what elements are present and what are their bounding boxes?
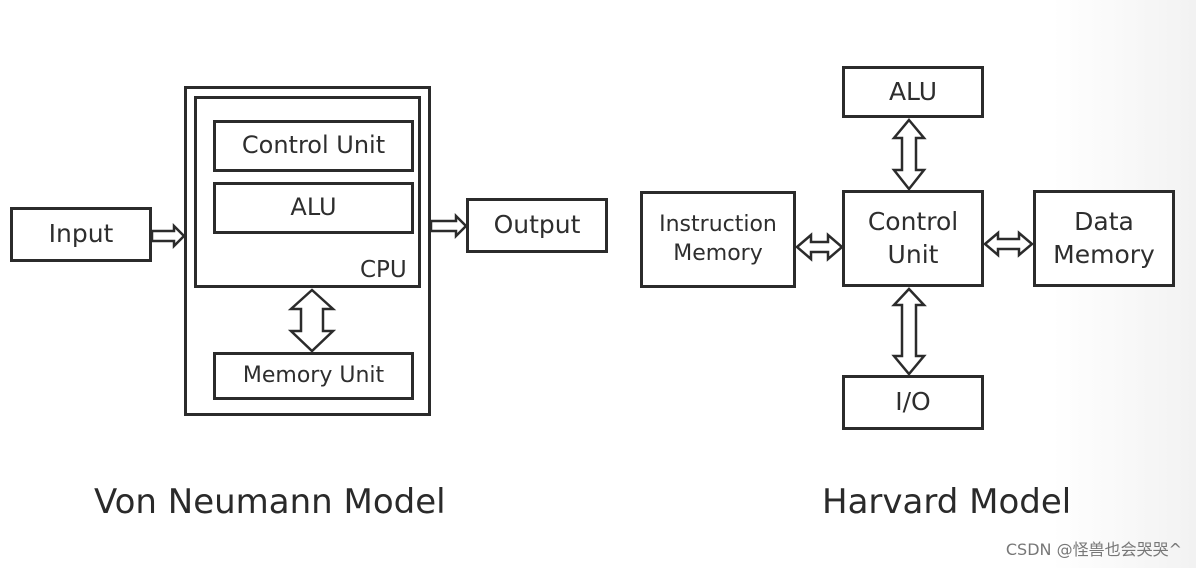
control-unit-label-line2: Unit [887, 239, 939, 269]
watermark: CSDN @怪兽也会哭哭^ [1005, 540, 1182, 559]
control-unit-label: Control Unit [241, 131, 386, 160]
input-label: Input [48, 219, 114, 249]
arrow-alu-control [891, 118, 927, 192]
arrow-cpu-to-output [429, 212, 468, 240]
control-unit-box-harvard: Control Unit [842, 190, 984, 287]
arrow-control-data [983, 230, 1034, 258]
alu-label-harvard: ALU [888, 76, 938, 106]
input-box: Input [10, 207, 152, 262]
memory-unit-label: Memory Unit [242, 362, 385, 388]
output-label: Output [493, 210, 581, 240]
alu-box-von-neumann: ALU [213, 182, 414, 234]
output-box: Output [466, 198, 608, 253]
arrow-cpu-memory [287, 288, 337, 353]
arrow-control-io [891, 287, 927, 376]
arrow-instruction-control [795, 232, 844, 262]
instruction-memory-label-line1: Instruction [659, 211, 777, 237]
alu-label-von-neumann: ALU [290, 193, 337, 222]
data-memory-label-line2: Memory [1053, 239, 1155, 269]
alu-box-harvard: ALU [842, 66, 984, 118]
von-neumann-caption: Von Neumann Model [94, 482, 446, 522]
io-box: I/O [842, 375, 984, 430]
io-label: I/O [895, 387, 931, 417]
control-unit-label-line1: Control [867, 207, 959, 236]
data-memory-box: Data Memory [1033, 190, 1175, 287]
data-memory-label-line1: Data [1074, 207, 1134, 236]
control-unit-box: Control Unit [213, 120, 414, 172]
instruction-memory-label-line2: Memory [673, 240, 763, 266]
arrow-input-to-cpu [150, 222, 186, 250]
instruction-memory-box: Instruction Memory [640, 191, 796, 288]
harvard-caption: Harvard Model [822, 482, 1072, 522]
cpu-label: CPU [360, 257, 407, 283]
memory-unit-box: Memory Unit [213, 352, 414, 400]
